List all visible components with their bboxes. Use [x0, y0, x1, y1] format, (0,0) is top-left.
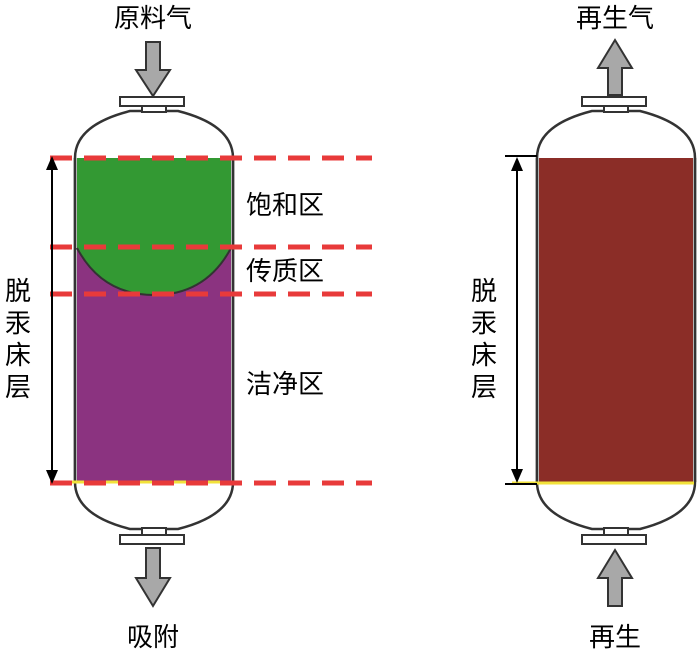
- left-dim-arrowhead-top: [46, 156, 58, 170]
- zone-boundaries: [50, 155, 372, 486]
- right-bottom-flange: [581, 534, 647, 545]
- left-column: 原料气 吸附 饱和区 传质区 洁净区 脱 汞 床 层: [5, 4, 372, 653]
- right-bed-label-1: 脱: [471, 277, 497, 307]
- left-dim-arrowhead-bottom: [46, 470, 58, 484]
- right-column: 再生气 再生 脱 汞 床 层: [471, 4, 697, 653]
- left-bed-label-3: 床: [5, 341, 31, 371]
- right-outlet-label: 再生气: [576, 4, 654, 34]
- left-bed-label-1: 脱: [5, 277, 31, 307]
- left-bed-label-2: 汞: [5, 309, 31, 339]
- left-inlet-label: 原料气: [114, 4, 192, 34]
- left-outlet-label: 吸附: [127, 623, 179, 653]
- left-bottom-flange: [119, 534, 185, 545]
- right-dim-arrowhead-bottom: [511, 469, 523, 483]
- zone-label-clean: 洁净区: [246, 370, 324, 400]
- zone-label-saturation: 饱和区: [246, 191, 324, 221]
- right-outlet-arrow: [596, 38, 634, 96]
- right-top-flange: [581, 96, 647, 107]
- right-bed-label-3: 床: [471, 341, 497, 371]
- right-dim-arrowhead-top: [511, 157, 523, 171]
- right-bed-fill: [539, 158, 693, 482]
- left-inlet-arrow: [134, 41, 172, 98]
- right-inlet-label: 再生: [589, 623, 641, 653]
- right-bed-label-2: 汞: [471, 309, 497, 339]
- right-inlet-arrow: [596, 548, 634, 607]
- zone-label-transfer: 传质区: [246, 257, 324, 287]
- left-bed-label-4: 层: [5, 373, 31, 403]
- zone-saturation-fill: [77, 158, 231, 295]
- right-bed-dimension: [505, 155, 537, 485]
- left-outlet-arrow: [134, 547, 172, 608]
- right-bed-label-4: 层: [471, 373, 497, 403]
- left-top-flange: [119, 96, 185, 107]
